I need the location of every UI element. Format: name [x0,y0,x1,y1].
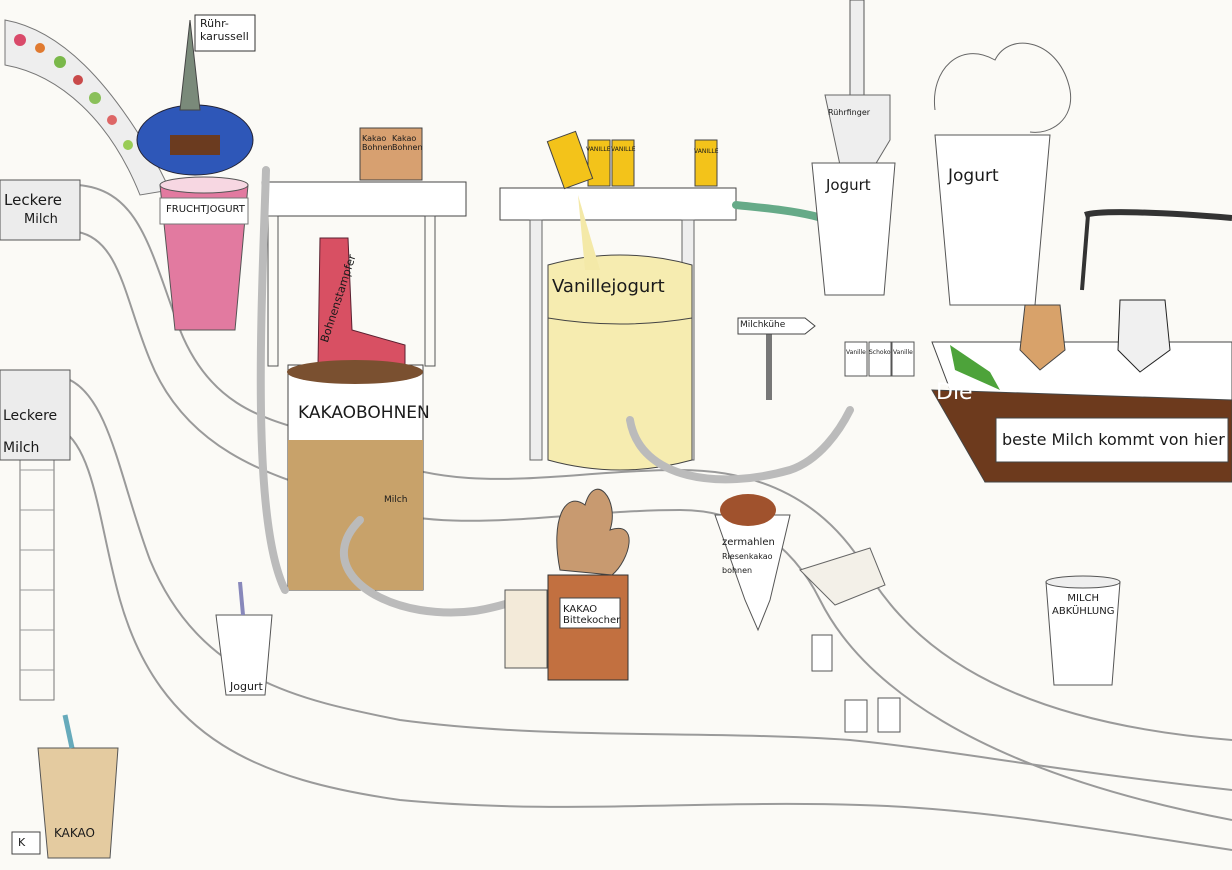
cooler-line1: MILCH [1067,593,1100,604]
pitcher-label-2: VANILLE [611,146,636,153]
small-cup-label-1: Vanille [846,349,866,356]
stirring-carousel [136,14,256,176]
banner-slogan: beste Milch kommt von hier [1002,430,1225,449]
grinder [714,494,886,632]
grinder-line2: Riesenkakao bohnen [722,552,773,575]
milk-cooler [1045,575,1121,686]
milk-sign-left: Leckere Milch [3,400,57,464]
milk-sign-top-line2: Milch [24,212,58,227]
vanilla-tank [499,130,737,471]
cooler-label: MILCH ABKÜHLUNG [1052,592,1114,618]
milk-cows-sign [737,317,816,400]
machine-line2: Bittekocher [563,615,621,626]
fruit-cup-label: FRUCHTJOGURT [166,204,245,215]
carousel-sign: Rühr- karussell [200,17,249,43]
yoghurt-section [811,0,1232,306]
vanilla-tank-label: Vanillejogurt [552,276,665,297]
cocoa-machine [504,488,630,681]
carousel-sign-line1: Rühr- [200,17,229,30]
carousel-sign-line2: karussell [200,30,249,43]
yoghurt-cup-big-label: Jogurt [948,166,999,186]
cow-banner [931,299,1232,483]
cocoa-machine-label: KAKAO Bittekocher [563,604,620,626]
mascots [11,581,273,859]
cocoa-tank-label: KAKAOBOHNEN [298,403,430,423]
fruit-yoghurt-cup [159,176,249,331]
finger-label: Rührfinger [828,108,871,117]
mascot-yoghurt-label: Jogurt [230,680,263,693]
milk-tag: Milch [384,495,408,505]
pitcher-label-1: VANILLE [586,146,611,153]
yoghurt-cup-small-label: Jogurt [826,176,871,194]
small-cup-label-2: Schoko [869,349,891,356]
fruit-chute [4,19,171,196]
grinder-line1: zermahlen [722,537,775,548]
cocoa-press [261,127,467,591]
small-cups [844,341,915,377]
grinder-label: zermahlen Riesenkakao bohnen [722,536,782,578]
small-cup-label-3: Vanille [893,349,913,356]
left-tower [0,179,81,701]
machine-line1: KAKAO [563,604,598,615]
pitcher-label-3: VANILLE [694,148,719,155]
sack-label-2: Kakao Bohnen [392,134,423,152]
cooler-line2: ABKÜHLUNG [1052,606,1115,617]
milk-cows-sign-label: Milchkühe [740,320,786,330]
milk-sign-top-line1: Leckere [4,191,63,209]
mascot-cocoa-label: KAKAO [54,826,95,840]
milk-sign-left-line1: Leckere [3,408,58,424]
sack-label-1: Kakao Bohnen [362,134,393,152]
milk-sign-top: Leckere Milch [4,190,62,230]
milk-sign-left-line2: Milch [3,440,40,456]
banner-die: Die [936,380,973,405]
briefcase-label: K [18,836,26,849]
buckets [811,634,901,733]
